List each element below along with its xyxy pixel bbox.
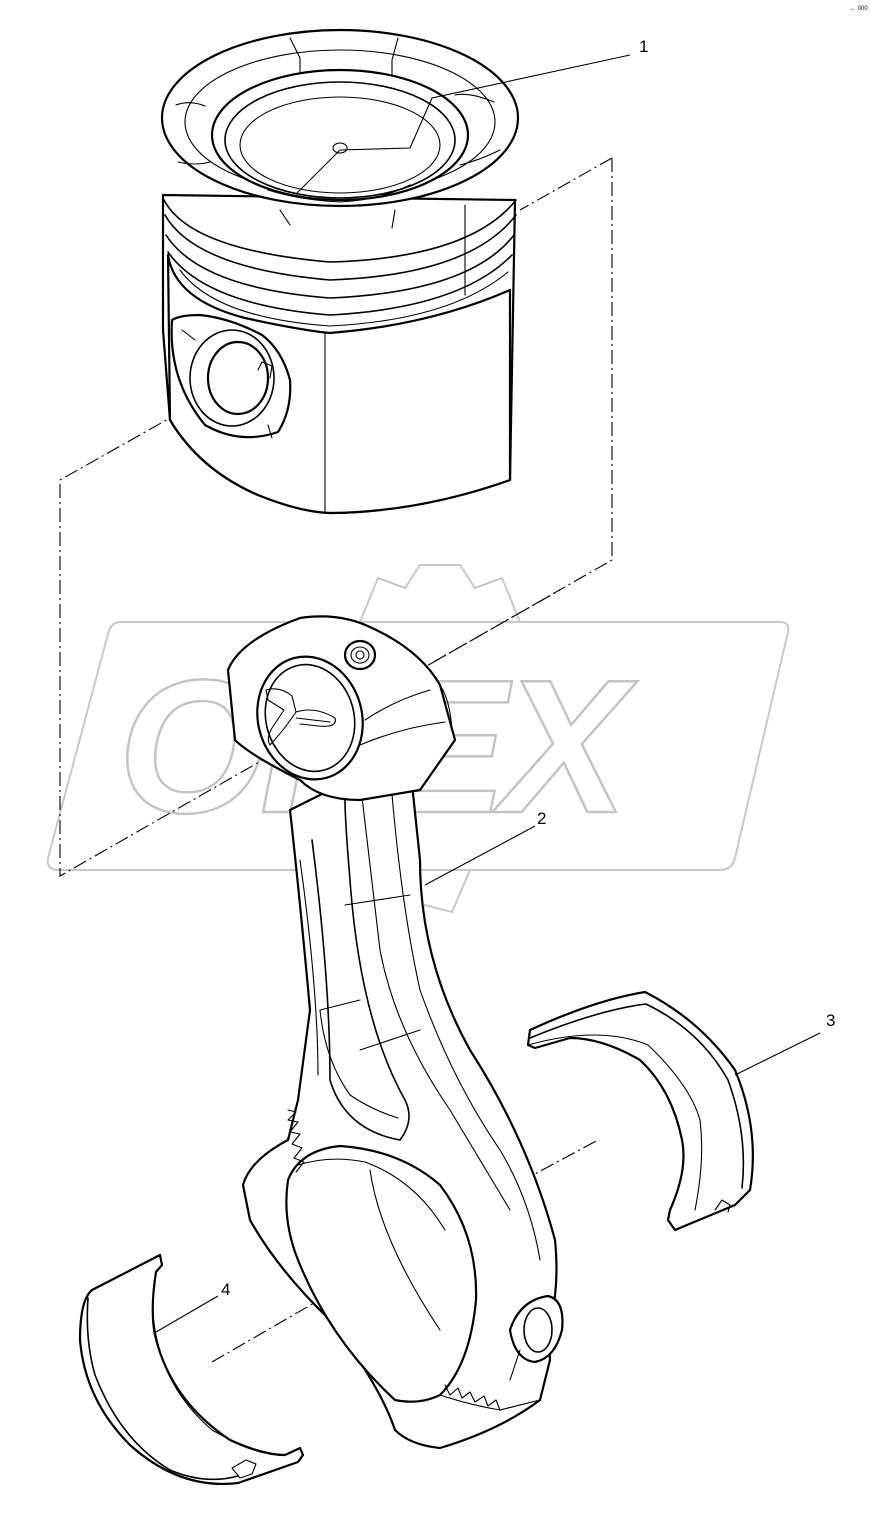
connecting-rod: 2 — [226, 615, 564, 1450]
callout-2: 2 — [537, 809, 546, 828]
leader-line-2 — [424, 825, 536, 886]
corner-mark: ← 000 — [850, 6, 868, 12]
piston: 1 — [160, 28, 648, 515]
callout-1: 1 — [639, 37, 648, 56]
leader-line-4 — [155, 1295, 219, 1333]
bearing-shell-lower: 4 — [78, 1253, 305, 1485]
callout-3: 3 — [826, 1011, 835, 1030]
callout-4: 4 — [221, 1280, 230, 1299]
leader-line-3 — [734, 1032, 821, 1076]
bearing-shell-upper: 3 — [526, 990, 835, 1232]
leader-line-1 — [295, 54, 631, 195]
